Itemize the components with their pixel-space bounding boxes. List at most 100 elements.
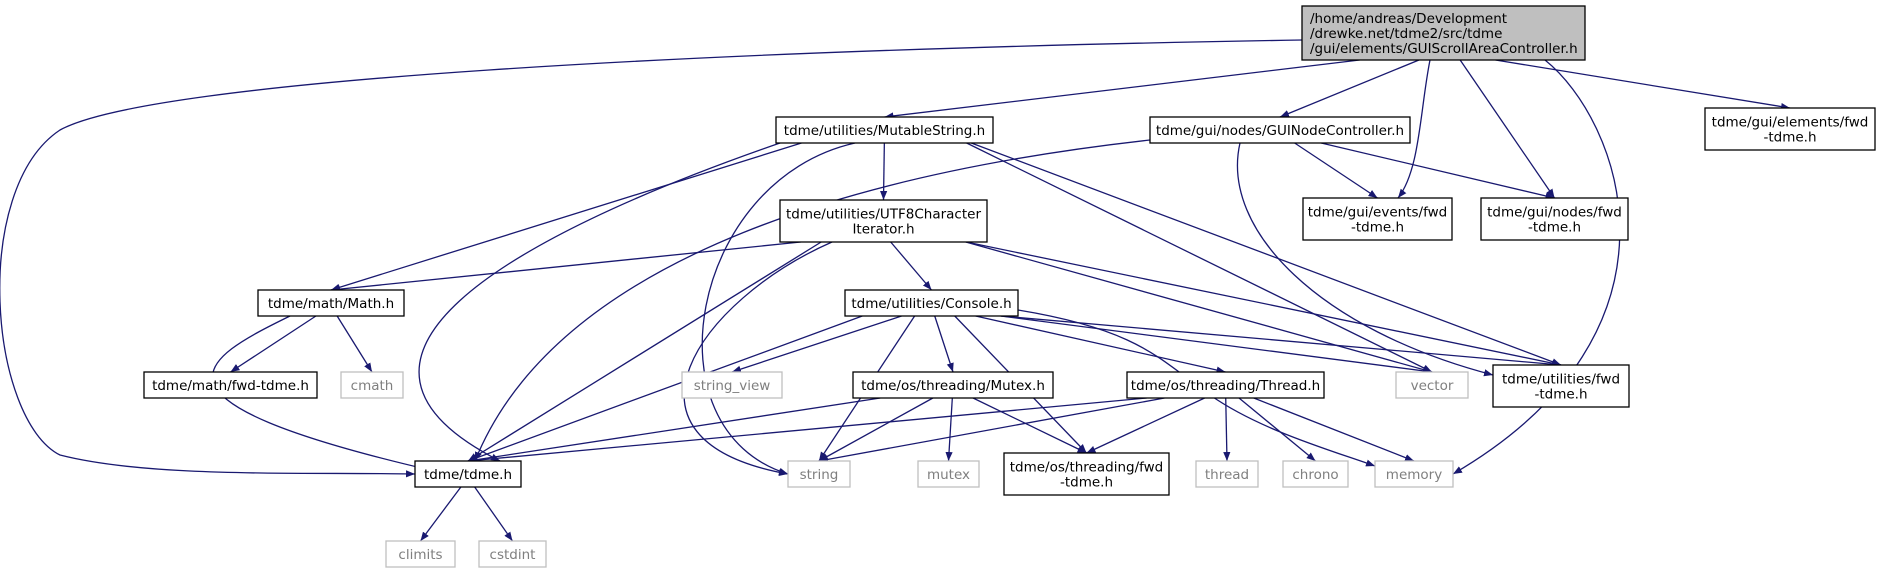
node-box [1492, 364, 1630, 408]
node-box [1003, 452, 1170, 496]
node-label: tdme/utilities/UTF8Character [786, 207, 981, 223]
node-nodes_fwd[interactable]: tdme/gui/nodes/fwd-tdme.h [1480, 197, 1629, 241]
edge-guinodecontroller-to-tdme_h [474, 139, 1151, 462]
edge-console-to-vector [1000, 315, 1433, 375]
node-label: string_view [694, 378, 771, 394]
node-label: -tdme.h [1528, 220, 1581, 236]
node-guinodecontroller[interactable]: tdme/gui/nodes/GUINodeController.h [1149, 116, 1411, 144]
edge-root-to-events_fwd [1397, 59, 1431, 199]
edges-layer [0, 39, 1791, 542]
edge-thread_h-to-string [818, 397, 1165, 463]
node-box [478, 540, 547, 568]
node-box [1149, 116, 1411, 144]
edge-guinodecontroller-to-events_fwd [1294, 142, 1378, 199]
node-box [1301, 5, 1586, 61]
edge-guinodecontroller-to-nodes_fwd [1321, 142, 1555, 200]
edge-thread_h-to-chrono [1238, 397, 1316, 462]
node-elements_fwd[interactable]: tdme/gui/elements/fwd-tdme.h [1704, 107, 1876, 151]
edge-thread_h-to-tdme_h [467, 397, 1147, 464]
node-label: chrono [1292, 467, 1338, 483]
edge-root-to-guinodecontroller [1279, 59, 1420, 118]
edge-utf8-to-console [890, 241, 932, 291]
node-box [917, 460, 980, 488]
node-label: cmath [351, 378, 394, 394]
edge-root-to-nodes_fwd [1459, 59, 1556, 199]
node-box [1282, 460, 1349, 488]
node-box [779, 199, 988, 243]
node-label: -tdme.h [1060, 475, 1113, 491]
edge-mutablestring-to-vector [966, 142, 1433, 373]
edge-mutablestring-to-math [330, 142, 802, 291]
edge-utf8-to-utilities_fwd [966, 241, 1562, 367]
edge-utf8-to-math [330, 241, 801, 293]
node-box [1126, 371, 1325, 399]
edge-mutex_h-to-threading_fwd [972, 397, 1087, 454]
node-label: mutex [927, 467, 970, 483]
node-math[interactable]: tdme/math/Math.h [257, 289, 405, 317]
edge-mutablestring-to-utilities_fwd [971, 142, 1562, 366]
node-box [852, 371, 1054, 399]
node-box [143, 371, 318, 399]
node-utilities_fwd[interactable]: tdme/utilities/fwd-tdme.h [1492, 364, 1630, 408]
node-label: /gui/elements/GUIScrollAreaController.h [1310, 41, 1578, 57]
node-threading_fwd[interactable]: tdme/os/threading/fwd-tdme.h [1003, 452, 1170, 496]
node-label: tdme/math/Math.h [268, 296, 394, 312]
node-box [340, 371, 404, 399]
node-label: tdme/utilities/MutableString.h [784, 123, 985, 139]
node-mutablestring[interactable]: tdme/utilities/MutableString.h [775, 116, 994, 144]
node-thread_h[interactable]: tdme/os/threading/Thread.h [1126, 371, 1325, 399]
node-chrono: chrono [1282, 460, 1349, 488]
node-console[interactable]: tdme/utilities/Console.h [844, 289, 1019, 317]
node-label: /home/andreas/Development [1310, 11, 1507, 27]
node-memory: memory [1374, 460, 1454, 488]
node-label: tdme/os/threading/fwd [1010, 460, 1164, 476]
node-tdme_h[interactable]: tdme/tdme.h [414, 460, 522, 488]
edge-thread_h-to-memory [1253, 397, 1415, 462]
node-label: vector [1411, 378, 1454, 394]
node-string: string [787, 460, 851, 488]
edge-mutablestring-to-utf8 [880, 142, 888, 201]
node-mutex: mutex [917, 460, 980, 488]
node-label: tdme/os/threading/Mutex.h [861, 378, 1045, 394]
node-math_fwd[interactable]: tdme/math/fwd-tdme.h [143, 371, 318, 399]
edge-console-to-string_view [731, 315, 902, 373]
node-box [787, 460, 851, 488]
node-box [844, 289, 1019, 317]
node-label: /drewke.net/tdme2/src/tdme [1310, 26, 1502, 42]
node-label: cstdint [490, 547, 536, 563]
edge-console-to-thread_h [975, 315, 1226, 374]
node-label: string [800, 467, 839, 483]
node-label: Iterator.h [852, 222, 914, 238]
node-label: tdme/gui/nodes/fwd [1487, 205, 1622, 221]
node-box [1195, 460, 1259, 488]
edge-root-to-mutablestring [884, 59, 1360, 120]
edge-root-to-memory [1452, 59, 1621, 475]
nodes-layer: /home/andreas/Development/drewke.net/tdm… [143, 5, 1876, 568]
node-label: tdme/tdme.h [424, 467, 512, 483]
node-box [414, 460, 522, 488]
node-box [1704, 107, 1876, 151]
node-mutex_h[interactable]: tdme/os/threading/Mutex.h [852, 371, 1054, 399]
node-label: tdme/gui/nodes/GUINodeController.h [1156, 123, 1404, 139]
node-string_view: string_view [681, 371, 783, 399]
node-label: tdme/gui/elements/fwd [1712, 115, 1869, 131]
node-cmath: cmath [340, 371, 404, 399]
edge-thread_h-to-thread [1223, 397, 1231, 462]
node-events_fwd[interactable]: tdme/gui/events/fwd-tdme.h [1302, 197, 1453, 241]
node-label: -tdme.h [1351, 220, 1404, 236]
node-box [1374, 460, 1454, 488]
node-label: tdme/math/fwd-tdme.h [152, 378, 309, 394]
node-box [1302, 197, 1453, 241]
node-label: tdme/gui/events/fwd [1308, 205, 1447, 221]
edge-math-to-math_fwd [230, 315, 317, 373]
node-box [1480, 197, 1629, 241]
node-cstdint: cstdint [478, 540, 547, 568]
node-thread: thread [1195, 460, 1259, 488]
node-box [385, 540, 456, 568]
node-label: climits [398, 547, 442, 563]
node-box [681, 371, 783, 399]
edge-utf8-to-vector [965, 241, 1433, 374]
edge-thread_h-to-threading_fwd [1086, 397, 1205, 454]
